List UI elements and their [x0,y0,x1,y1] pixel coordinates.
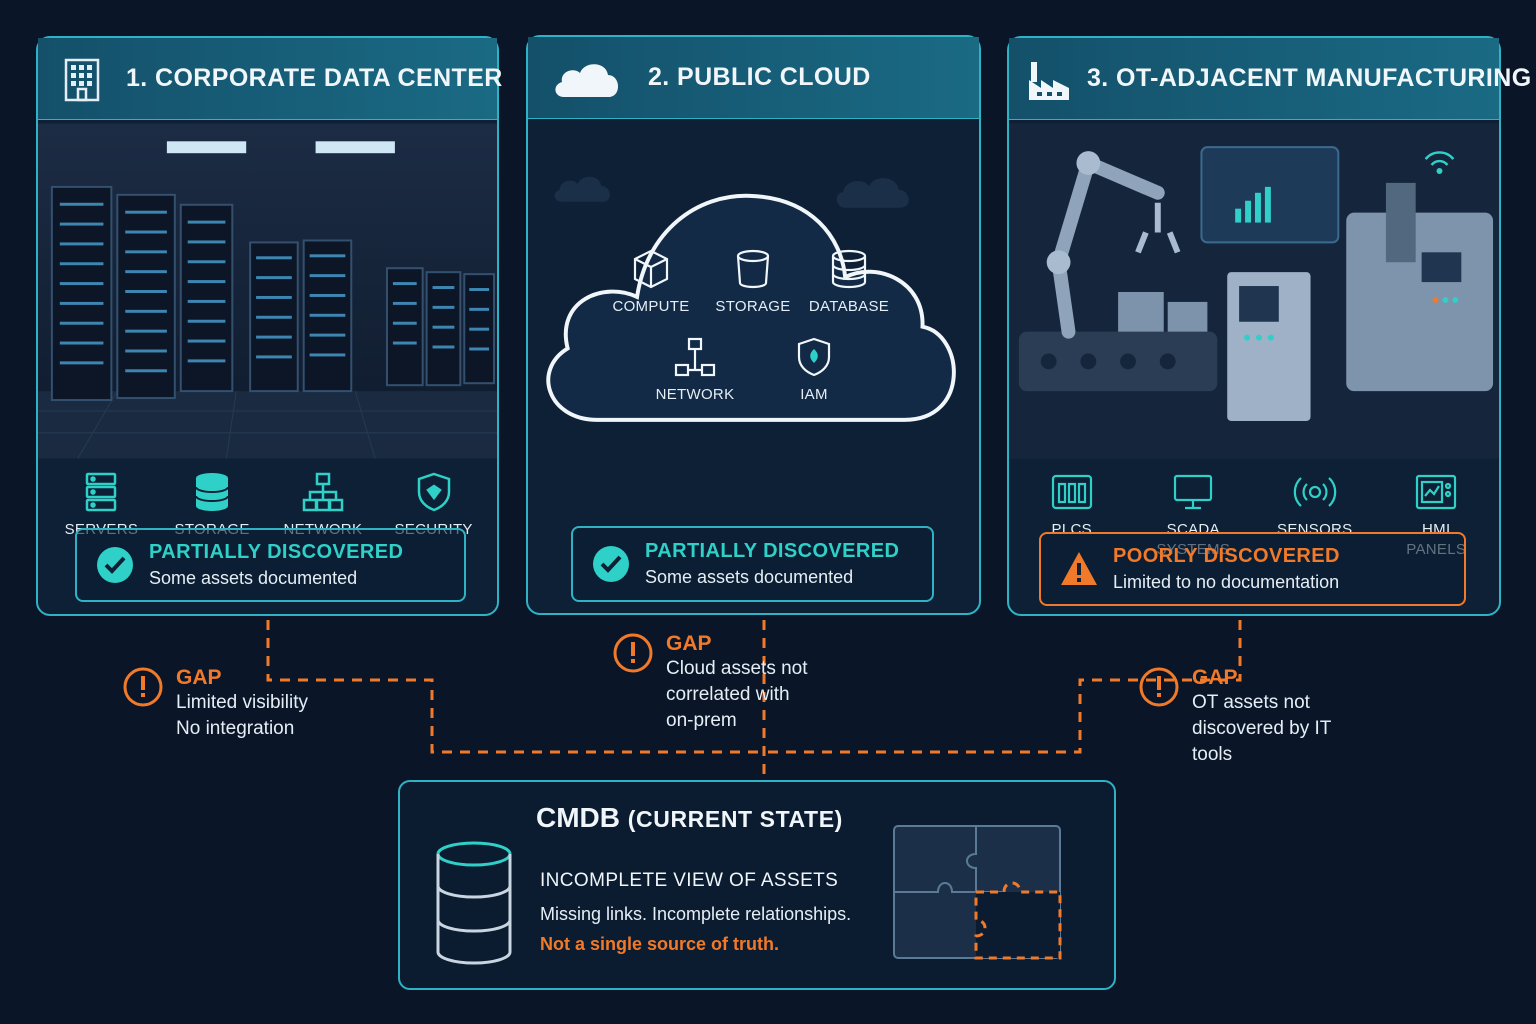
status-badge: PARTIALLY DISCOVERED Some assets documen… [75,528,466,602]
gap-title: GAP [1192,666,1238,689]
panel-header: 3. OT-ADJACENT MANUFACTURING [1009,38,1531,120]
cube-icon [633,249,669,289]
gap-title: GAP [176,666,222,689]
status-title: PARTIALLY DISCOVERED [645,540,900,562]
gap-line: No integration [176,718,295,739]
status-badge: PARTIALLY DISCOVERED Some assets documen… [571,526,934,602]
manufacturing-illustration [1009,123,1499,459]
cmdb-subtitle: (CURRENT STATE) [627,806,843,832]
gap-callout-datacenter: GAP Limited visibility No integration [122,666,308,742]
cmdb-title: CMDB (CURRENT STATE) [536,802,843,834]
storage-icon [195,473,230,511]
puzzle-missing-piece-icon [893,825,1062,960]
warning-icon [1061,552,1097,585]
network-icon [302,472,344,512]
gap-line: OT assets not [1192,692,1310,713]
status-title: POORLY DISCOVERED [1113,545,1340,567]
cmdb-panel: CMDB (CURRENT STATE) INCOMPLETE VIEW OF … [398,780,1116,990]
panel-header: 1. CORPORATE DATA CENTER [38,38,502,120]
cmdb-heading: INCOMPLETE VIEW OF ASSETS [540,870,839,891]
data-center-illustration [38,123,497,459]
bucket-icon [736,249,770,289]
cmdb-title-main: CMDB [536,802,620,833]
status-desc: Some assets documented [149,568,358,588]
panel-header: 2. PUBLIC CLOUD [528,37,979,119]
status-desc: Some assets documented [645,567,854,587]
shield-icon [797,337,831,377]
gap-line: discovered by IT [1192,718,1332,739]
panel-corporate-data-center: 1. CORPORATE DATA CENTER [36,36,502,616]
alert-circle-icon [613,633,653,673]
gap-title: GAP [666,632,712,655]
plc-icon [1051,474,1092,510]
monitor-icon [1174,474,1213,510]
cloud-item-storage: STORAGE [703,247,803,317]
alert-circle-icon [123,667,163,707]
cloud-item-label: COMPUTE [612,298,690,315]
database-icon [831,249,867,289]
panel-title: 2. PUBLIC CLOUD [648,63,871,91]
status-desc: Limited to no documentation [1113,572,1340,592]
cloud-item-network: NETWORK [645,335,745,405]
gap-line: Cloud assets not [666,658,808,679]
alert-circle-icon [1139,667,1179,707]
gap-line: tools [1192,744,1233,765]
panel-title: 3. OT-ADJACENT MANUFACTURING [1087,64,1532,92]
panel-ot-manufacturing: 3. OT-ADJACENT MANUFACTURING PLCS [1007,36,1531,616]
status-title: PARTIALLY DISCOVERED [149,541,404,563]
gap-callout-cloud: GAP Cloud assets not correlated with on-… [612,632,808,734]
cloud-item-label: IAM [800,386,828,403]
network-icon [674,337,716,377]
cmdb-description: Missing links. Incomplete relationships. [540,904,852,924]
cloud-services-illustration [546,176,956,422]
factory-icon [1027,56,1071,102]
shield-icon [417,472,450,512]
cloud-icon [550,55,626,101]
cloud-item-label: STORAGE [715,298,791,315]
cmdb-warning: Not a single source of truth. [540,934,780,954]
building-icon [60,56,104,102]
cloud-item-compute: COMPUTE [601,247,701,317]
cloud-item-database: DATABASE [799,247,899,317]
status-badge: POORLY DISCOVERED Limited to no document… [1039,532,1466,606]
panel-public-cloud: 2. PUBLIC CLOUD COMPUTE STORAGE DATABASE [526,35,981,615]
cloud-item-label: NETWORK [655,386,735,403]
panel-title: 1. CORPORATE DATA CENTER [126,64,503,92]
check-icon [593,546,629,582]
cloud-items: COMPUTE STORAGE DATABASE NETWORK [528,37,979,613]
gap-line: Limited visibility [176,692,308,713]
gap-line: correlated with [666,684,790,705]
gap-line: on-prem [666,710,737,731]
cloud-item-label: DATABASE [808,298,890,315]
cloud-item-iam: IAM [764,335,864,405]
gap-callout-ot: GAP OT assets not discovered by IT tools [1138,666,1331,768]
server-icon [86,472,117,512]
database-icon [436,841,512,965]
hmi-panel-icon [1416,474,1457,510]
sensor-icon [1293,477,1336,507]
check-icon [97,547,133,583]
